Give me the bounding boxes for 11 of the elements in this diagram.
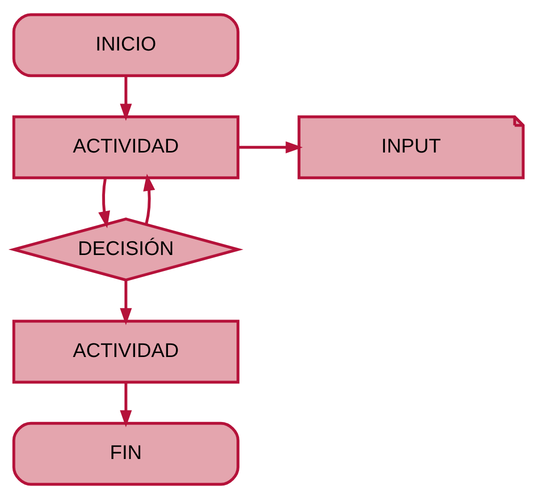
arrow	[120, 382, 132, 428]
arrow	[120, 280, 132, 326]
node-box: FIN	[12, 422, 240, 486]
arrow	[120, 76, 132, 121]
node-box: INICIO	[12, 13, 240, 78]
node-box: ACTIVIDAD	[12, 115, 240, 180]
arrow	[98, 178, 110, 228]
arrow	[143, 174, 156, 224]
node-diamond: DECISIÓN	[8, 218, 244, 282]
arrow	[238, 141, 303, 154]
node-box: ACTIVIDAD	[12, 320, 240, 384]
